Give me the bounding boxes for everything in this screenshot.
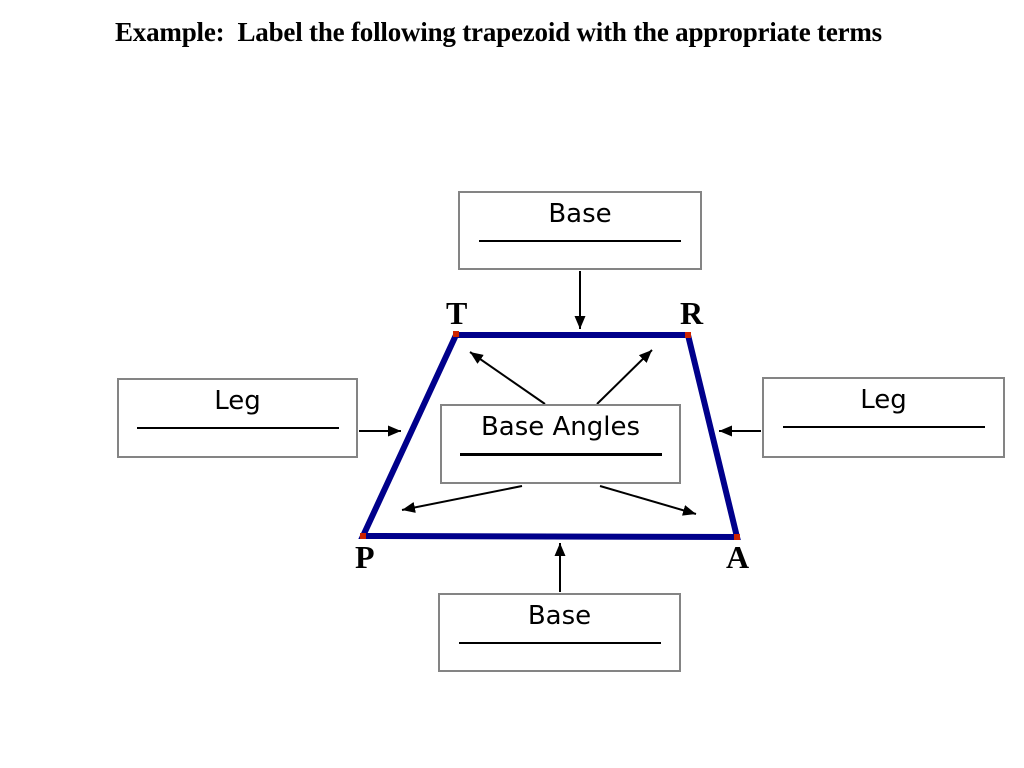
vertex-dot-a: [734, 534, 740, 540]
vertex-dot-p: [360, 533, 366, 539]
label-box-base-bottom: Base: [438, 593, 681, 672]
answer-blank-leg-right: [782, 426, 985, 428]
answer-blank-base-bottom: [458, 642, 661, 644]
label-box-base-angles: Base Angles: [440, 404, 681, 484]
label-base-bottom: Base: [527, 601, 592, 631]
label-base-top: Base: [548, 199, 612, 229]
answer-blank-leg-left: [136, 427, 339, 429]
vertex-label-r: R: [680, 295, 704, 331]
vertex-dot-r: [685, 332, 691, 338]
arrow-base-angle-top-left: [469, 351, 546, 405]
vertex-label-a: A: [726, 539, 750, 575]
answer-blank-base-angles: [459, 453, 662, 456]
answer-blank-base-top: [479, 240, 681, 242]
vertex-label-p: P: [355, 539, 375, 575]
label-box-base-top: Base: [458, 191, 702, 270]
arrow-base-angle-bottom-right: [599, 485, 697, 516]
label-base-angles: Base Angles: [480, 412, 641, 442]
label-box-leg-left: Leg: [117, 378, 358, 458]
vertex-label-t: T: [446, 295, 468, 331]
vertex-dot-t: [453, 331, 459, 337]
label-leg-left: Leg: [214, 386, 261, 416]
page-title: Example: Label the following trapezoid w…: [115, 17, 882, 47]
arrow-base-angle-bottom-left: [401, 485, 523, 513]
arrow-base-angle-top-right: [596, 349, 653, 405]
label-box-leg-right: Leg: [762, 377, 1005, 458]
label-leg-right: Leg: [860, 385, 907, 415]
